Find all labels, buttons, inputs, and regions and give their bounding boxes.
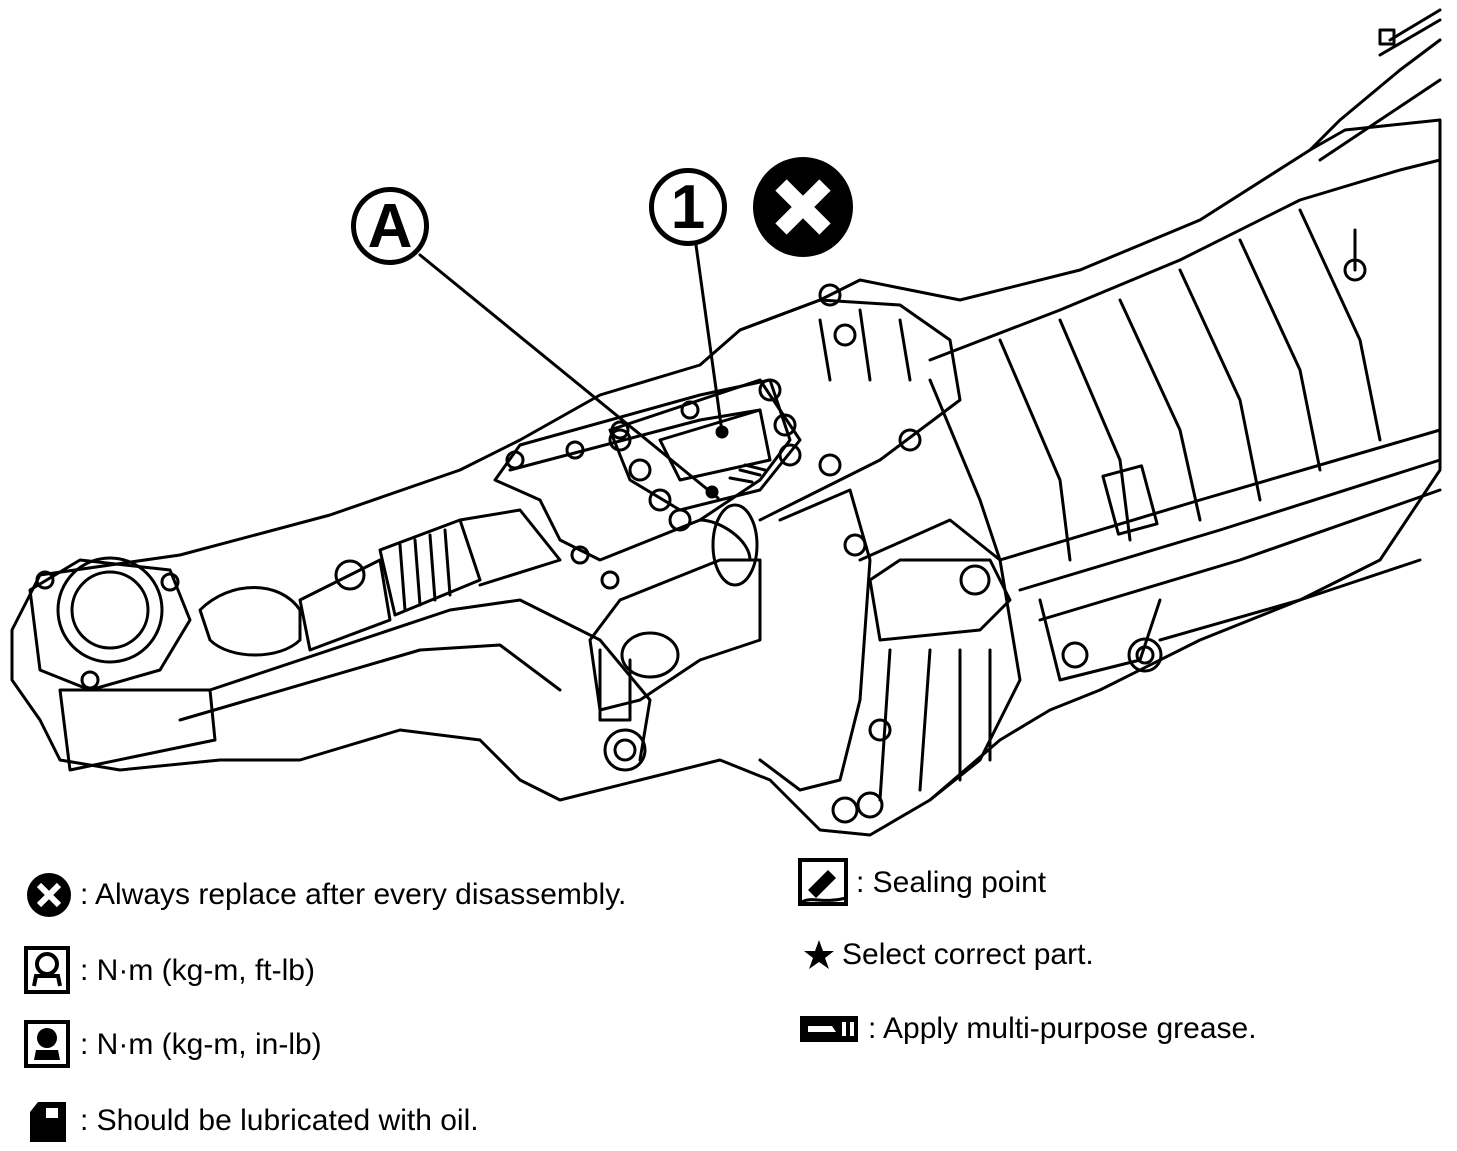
legend-sealing: : Sealing point bbox=[798, 858, 1046, 908]
torque-wrench-filled-icon bbox=[24, 1020, 70, 1068]
legend-sealing-text: : Sealing point bbox=[856, 866, 1047, 899]
rear-extension bbox=[1308, 38, 1442, 152]
transmission-outline bbox=[10, 118, 1442, 837]
oil-can-icon bbox=[30, 1102, 66, 1142]
callout-1: 1 bbox=[649, 168, 727, 246]
legend-torque-ft: : N·m (kg-m, ft-lb) bbox=[24, 946, 315, 996]
replace-x-icon bbox=[27, 873, 71, 917]
star-icon bbox=[804, 940, 834, 969]
legend-select-text: Select correct part. bbox=[842, 938, 1094, 971]
case-lower-rib bbox=[1038, 488, 1442, 622]
replace-x-icon bbox=[753, 157, 853, 257]
legend-torque-in-text: : N·m (kg-m, in-lb) bbox=[80, 1028, 322, 1061]
grease-gun-icon bbox=[800, 1016, 858, 1042]
torque-wrench-icon bbox=[24, 946, 70, 994]
legend-torque-ft-text: : N·m (kg-m, ft-lb) bbox=[80, 954, 315, 987]
legend-grease-text: : Apply multi-purpose grease. bbox=[868, 1012, 1257, 1045]
main-case bbox=[738, 298, 962, 522]
legend-select: Select correct part. bbox=[802, 938, 1094, 972]
shift-boot bbox=[198, 586, 302, 657]
legend-replace: : Always replace after every disassembly… bbox=[24, 872, 626, 918]
legend-replace-text: : Always replace after every disassembly… bbox=[80, 878, 627, 911]
legend-oil: : Should be lubricated with oil. bbox=[24, 1098, 479, 1144]
callout-a: A bbox=[351, 187, 429, 265]
transmission-diagram bbox=[10, 8, 1442, 837]
legend-torque-in: : N·m (kg-m, in-lb) bbox=[24, 1020, 322, 1070]
shift-lever-plate bbox=[608, 378, 802, 512]
legend-oil-text: : Should be lubricated with oil. bbox=[80, 1104, 479, 1137]
top-cover bbox=[493, 378, 792, 562]
leader-line-a bbox=[418, 253, 720, 500]
leader-line-1 bbox=[694, 243, 724, 434]
bellhousing-port bbox=[56, 556, 164, 664]
striker-lever bbox=[588, 558, 762, 712]
legend-grease: : Apply multi-purpose grease. bbox=[798, 1012, 1257, 1046]
support-arm bbox=[58, 688, 217, 772]
sealant-tube-icon bbox=[798, 858, 848, 906]
